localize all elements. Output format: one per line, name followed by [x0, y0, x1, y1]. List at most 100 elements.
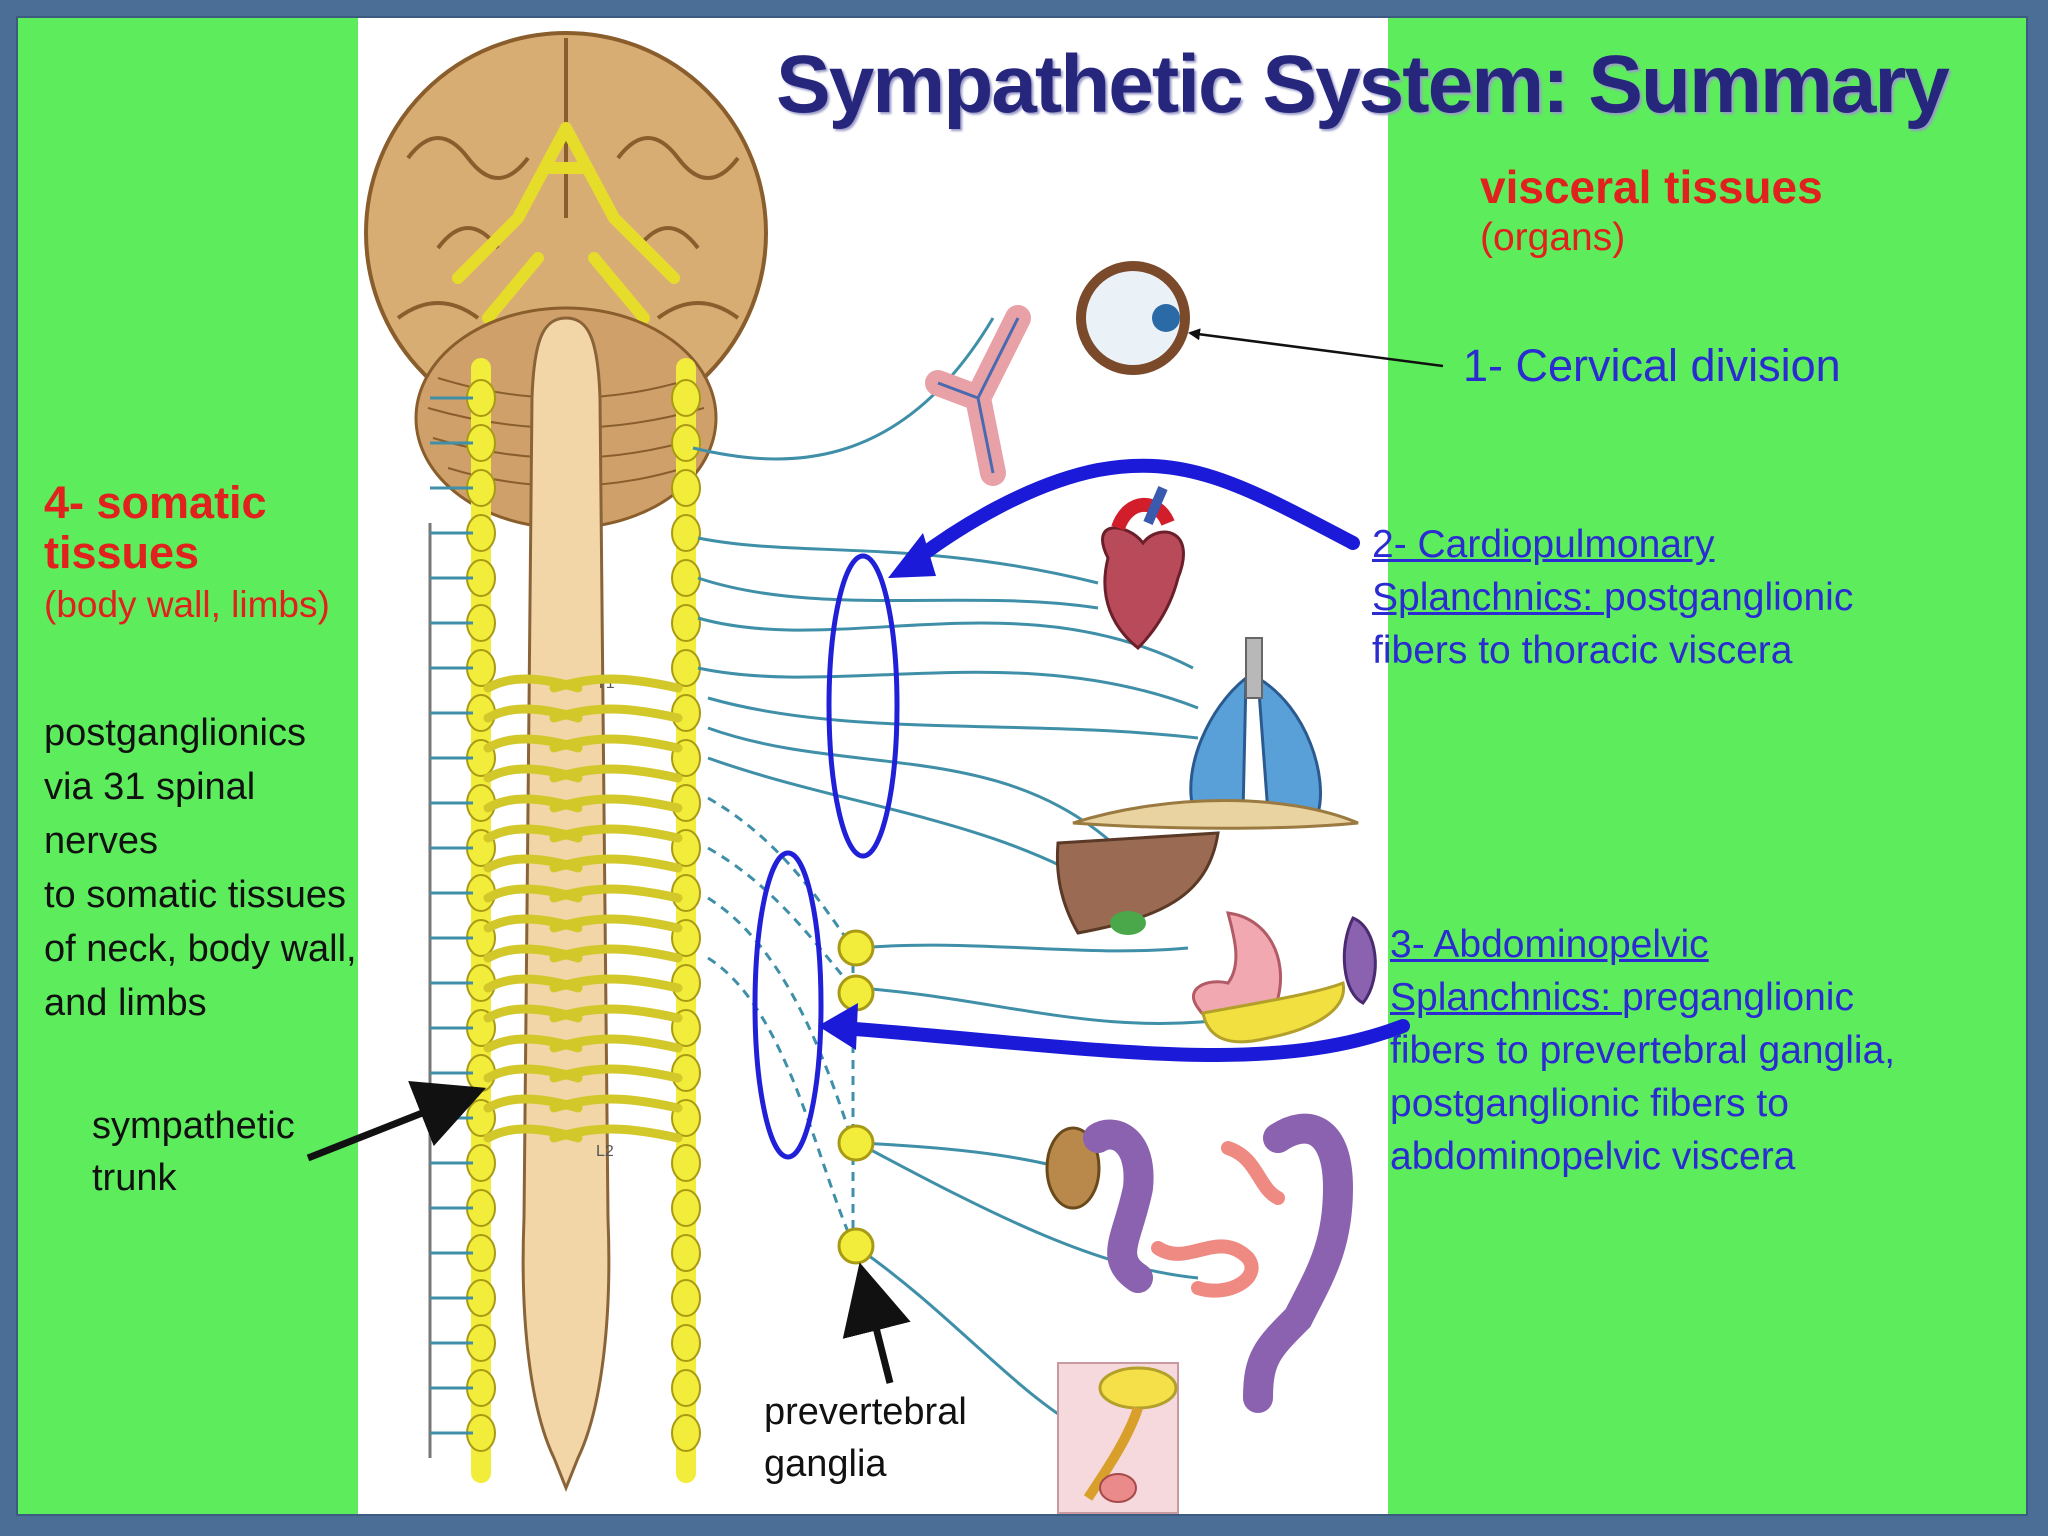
postg-line-5: of neck, body wall, — [44, 928, 357, 970]
cardiopulmonary-arrowhead — [888, 533, 936, 578]
postg-line-2: via 31 spinal — [44, 766, 256, 808]
aorticorenal-ganglion — [837, 1124, 875, 1162]
abdominopelvic-ellipse — [752, 850, 824, 1160]
pancreas — [1201, 980, 1346, 1044]
trunk-arrow — [306, 1080, 487, 1162]
right-spinal-nerve — [549, 1094, 683, 1113]
page-title: Sympathetic System: Summary — [776, 39, 1950, 130]
right-chain-ganglion — [671, 1279, 701, 1317]
cardio-line-1: 2- Cardiopulmonary — [1372, 523, 1715, 566]
small-intestine — [1151, 1141, 1285, 1298]
cardiopulmonary-label: 2- Cardiopulmonary Splanchnics: postgang… — [1372, 518, 1853, 677]
right-chain-ganglion — [671, 1369, 701, 1407]
right-spinal-nerve — [549, 1004, 683, 1023]
right-chain-ganglion — [671, 424, 701, 462]
right-chain-ganglion — [671, 1144, 701, 1182]
postg-line-1: postganglionics — [44, 712, 306, 754]
trunk-line-2: trunk — [92, 1157, 177, 1199]
somatic-tissues-heading: 4- somatic tissues — [44, 477, 267, 578]
abdo-splanchnics: Splanchnics: — [1390, 976, 1622, 1019]
visceral-tissues-subtitle: (organs) — [1480, 216, 1626, 259]
large-intestine — [1083, 1113, 1354, 1413]
right-chain-ganglion — [671, 379, 701, 417]
postg-line-6: and limbs — [44, 982, 207, 1024]
prevertebral-ganglia — [837, 929, 875, 1265]
right-spinal-nerve — [549, 734, 683, 753]
right-chain-ganglion — [671, 469, 701, 507]
cardio-line-2: Splanchnics: postganglionic — [1372, 571, 1853, 624]
sympathetic-diagram: T1 L2 — [306, 31, 1444, 1514]
testis — [1099, 1473, 1137, 1503]
inferior-mesenteric-ganglion — [837, 1227, 875, 1265]
right-spinal-nerve — [549, 1064, 683, 1083]
abdo-line-3: fibers to prevertebral ganglia, — [1390, 1029, 1896, 1072]
spleen — [1342, 916, 1377, 1005]
somatic-branches — [430, 396, 473, 1435]
postg-line-4: to somatic tissues — [44, 874, 346, 916]
cardiopulmonary-arrow — [911, 458, 1360, 565]
liver — [1055, 831, 1220, 935]
eye — [1076, 261, 1190, 375]
diaphragm — [1072, 799, 1359, 830]
right-spinal-nerve — [549, 854, 683, 873]
spinal-cord — [521, 316, 611, 1493]
trunk-line-1: sympathetic — [92, 1105, 295, 1147]
bladder — [1098, 1366, 1178, 1410]
postg-line-3: nerves — [44, 820, 159, 862]
brain-folds — [396, 38, 740, 320]
cardio-fiber-type: postganglionic — [1603, 576, 1854, 619]
prev-line-2: ganglia — [764, 1443, 887, 1485]
right-spinal-nerve — [549, 944, 683, 963]
right-chain-ganglion — [671, 559, 701, 597]
abdo-line-4: postganglionic fibers to — [1390, 1082, 1789, 1125]
spine-mark-l2: L2 — [596, 1143, 614, 1160]
right-spinal-nerve — [549, 794, 683, 813]
right-chain-ganglion — [671, 649, 701, 687]
right-chain-ganglion — [671, 514, 701, 552]
prevertebral-ganglia-label: prevertebral ganglia — [764, 1386, 967, 1490]
heart — [1101, 486, 1185, 651]
visceral-tissues-heading: visceral tissues — [1480, 161, 1823, 213]
right-spinal-nerve — [549, 674, 683, 693]
right-spinal-nerve — [549, 974, 683, 993]
celiac-ganglion — [837, 929, 875, 967]
abdominopelvic-label: 3- Abdominopelvic Splanchnics: pregangli… — [1390, 918, 1895, 1183]
abdominopelvic-arrowhead — [818, 1003, 858, 1050]
cervical-division-label: 1- Cervical division — [1463, 340, 1841, 391]
lungs — [1189, 637, 1322, 815]
cranial-nerves — [452, 122, 680, 324]
right-spinal-nerve — [549, 914, 683, 933]
abdo-line-1: 3- Abdominopelvic — [1390, 923, 1709, 966]
sympathetic-trunk-label: sympathetic trunk — [92, 1100, 295, 1204]
right-chain-ganglion — [671, 1189, 701, 1227]
right-spinal-nerve — [549, 824, 683, 843]
postganglionics-description: postganglionics via 31 spinal nerves to … — [44, 706, 357, 1030]
right-spinal-nerve — [549, 704, 683, 723]
abdo-line-5: abdominopelvic viscera — [1390, 1135, 1796, 1178]
kidney — [1045, 1126, 1101, 1210]
right-chain-ganglion — [671, 1414, 701, 1452]
abdo-fiber-type: preganglionic — [1621, 976, 1854, 1019]
prevertebral-arrow — [842, 1262, 911, 1384]
right-chain-ganglion — [671, 1234, 701, 1272]
abdominopelvic-arrow — [836, 1019, 1410, 1062]
prev-line-1: prevertebral — [764, 1391, 967, 1433]
cervical-arrow — [1188, 328, 1444, 368]
visceral-fibers — [692, 317, 1239, 1440]
right-spinal-nerve — [549, 764, 683, 783]
right-spinal-nerve — [549, 1034, 683, 1053]
spinal-nerves — [483, 674, 683, 1143]
cardio-line-3: fibers to thoracic viscera — [1372, 629, 1793, 672]
gallbladder — [1110, 911, 1146, 935]
right-chain-ganglion — [671, 604, 701, 642]
right-spinal-nerve — [549, 1124, 683, 1143]
slide: T1 L2 — [16, 16, 2028, 1516]
right-chain-ganglion — [671, 1324, 701, 1362]
cardiopulmonary-ellipse — [826, 553, 900, 859]
somatic-tissues-subtitle: (body wall, limbs) — [44, 584, 330, 625]
reproductive-organs — [1083, 1406, 1143, 1501]
organs — [925, 261, 1377, 1514]
cardio-splanchnics: Splanchnics: — [1372, 576, 1604, 619]
abdo-line-2: Splanchnics: preganglionic — [1390, 971, 1895, 1024]
right-spinal-nerve — [549, 884, 683, 903]
